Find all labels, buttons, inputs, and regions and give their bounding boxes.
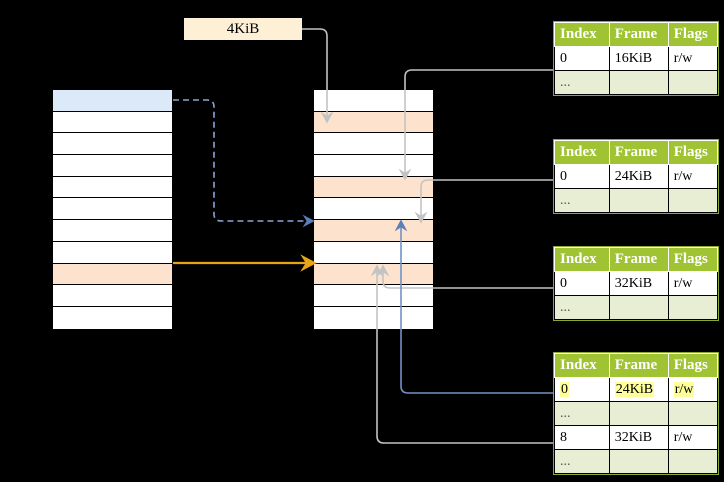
cell-idx: 0 — [554, 164, 610, 189]
page-directory-entry-row-6 — [53, 198, 172, 221]
cell-flg: r/w — [667, 46, 719, 71]
cell-frm: 24KiB — [608, 377, 669, 402]
cell-frm — [608, 188, 669, 213]
page-directory-entry-row-10 — [53, 285, 172, 307]
page-table-entry-row-3 — [314, 133, 433, 156]
column-header-flags: Flags — [667, 22, 719, 47]
cell-flg — [667, 449, 719, 474]
table-row: ... — [554, 295, 719, 320]
cell-idx: 8 — [554, 425, 610, 450]
page-table-entry-row-11 — [314, 306, 433, 329]
wire-frame2-to-pagetable — [414, 179, 553, 224]
cell-idx: ... — [554, 449, 610, 474]
page-directory-entry-row-9 — [53, 263, 172, 286]
column-header-flags: Flags — [667, 247, 719, 272]
cell-frm: 32KiB — [608, 271, 669, 296]
column-header-flags: Flags — [667, 353, 719, 378]
page-directory-entry-row-7 — [53, 220, 172, 242]
cell-idx: ... — [554, 295, 610, 320]
cell-frm: 32KiB — [608, 425, 669, 450]
page-table-entry-row-6 — [314, 198, 433, 221]
page-directory-entry-row-1 — [53, 90, 172, 112]
cell-idx: 0 — [554, 377, 610, 402]
page-table-entry-row-5 — [314, 176, 433, 199]
column-header-index: Index — [554, 140, 610, 165]
table-row: ... — [554, 401, 719, 426]
cell-flg — [667, 295, 719, 320]
cell-idx: ... — [554, 401, 610, 426]
page-table-entry-row-8 — [314, 241, 433, 264]
column-header-frame: Frame — [608, 247, 669, 272]
page-table-entry-row-2 — [314, 111, 433, 134]
column-header-index: Index — [554, 22, 610, 47]
cell-flg: r/w — [667, 271, 719, 296]
wire-directory-entry-dashed — [173, 99, 315, 228]
column-header-frame: Frame — [608, 353, 669, 378]
table-row: ... — [554, 70, 719, 95]
column-header-index: Index — [554, 247, 610, 272]
page-directory-entry-row-8 — [53, 241, 172, 264]
cell-frm — [608, 295, 669, 320]
column-header-frame: Frame — [608, 140, 669, 165]
cell-flg — [667, 188, 719, 213]
cell-frm — [608, 449, 669, 474]
cell-flg: r/w — [667, 377, 719, 402]
column-header-flags: Flags — [667, 140, 719, 165]
page-table-entry-row-1 — [314, 90, 433, 112]
page-size-tag: 4KiB — [184, 18, 302, 40]
page-directory-entry-row-3 — [53, 133, 172, 156]
cell-flg — [667, 401, 719, 426]
page-directory-entry-row-2 — [53, 111, 172, 134]
table-row: ... — [554, 188, 719, 213]
page-table-column — [313, 89, 434, 329]
column-header-frame: Frame — [608, 22, 669, 47]
cell-flg: r/w — [667, 425, 719, 450]
page-table-entry-row-7 — [314, 220, 433, 242]
cell-flg — [667, 70, 719, 95]
cell-idx: ... — [554, 70, 610, 95]
column-header-index: Index — [554, 353, 610, 378]
page-table-entry-row-9 — [314, 263, 433, 286]
cell-idx: ... — [554, 188, 610, 213]
cell-frm: 24KiB — [608, 164, 669, 189]
cell-frm: 16KiB — [608, 46, 669, 71]
cell-idx: 0 — [554, 46, 610, 71]
cell-flg: r/w — [667, 164, 719, 189]
page-directory-column — [52, 89, 173, 329]
cell-frm — [608, 70, 669, 95]
page-table-entry-row-4 — [314, 155, 433, 177]
table-row: ... — [554, 449, 719, 474]
cell-idx: 0 — [554, 271, 610, 296]
page-directory-entry-row-11 — [53, 306, 172, 329]
page-table-entry-row-10 — [314, 285, 433, 307]
page-directory-entry-row-5 — [53, 176, 172, 199]
page-directory-entry-row-4 — [53, 155, 172, 177]
cell-frm — [608, 401, 669, 426]
